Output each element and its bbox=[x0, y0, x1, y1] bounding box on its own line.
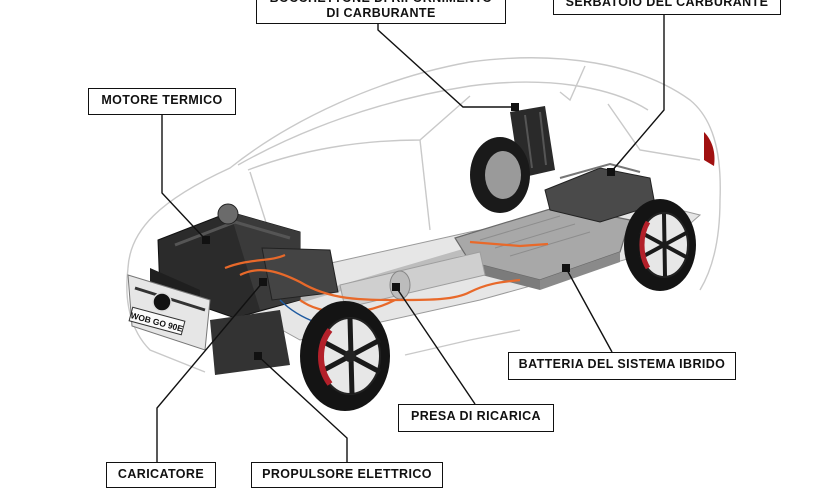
label-combustion-engine: MOTORE TERMICO bbox=[88, 88, 236, 115]
license-plate bbox=[128, 306, 186, 336]
label-charging-socket: PRESA DI RICARICA bbox=[398, 404, 554, 432]
front-bumper: WOB GO 90E bbox=[127, 274, 211, 351]
taillight bbox=[704, 132, 715, 166]
leader-engine bbox=[161, 115, 207, 241]
leader-charge bbox=[395, 286, 476, 405]
label-hybrid-battery: BATTERIA DEL SISTEMA IBRIDO bbox=[508, 352, 736, 380]
front-left-wheel bbox=[300, 301, 390, 411]
vw-logo bbox=[152, 292, 172, 312]
callout-anchor-dots bbox=[202, 103, 615, 360]
leader-fuel-tank bbox=[610, 15, 665, 173]
callout-lines bbox=[156, 15, 665, 462]
leader-battery bbox=[565, 267, 613, 353]
label-fuel-filler-nozzle: BOCCHETTONE DI RIFORNIMENTO DI CARBURANT… bbox=[256, 0, 506, 24]
rear-right-wheel bbox=[624, 199, 696, 291]
leader-fuel-nozzle bbox=[377, 24, 515, 108]
leader-motor bbox=[257, 355, 348, 462]
label-charger: CARICATORE bbox=[106, 462, 216, 488]
label-electric-motor: PROPULSORE ELETTRICO bbox=[251, 462, 443, 488]
rear-left-wheel bbox=[470, 137, 530, 213]
label-fuel-tank: SERBATOIO DEL CARBURANTE bbox=[553, 0, 781, 15]
car-body-outline bbox=[126, 57, 721, 373]
leader-charger bbox=[156, 281, 264, 462]
